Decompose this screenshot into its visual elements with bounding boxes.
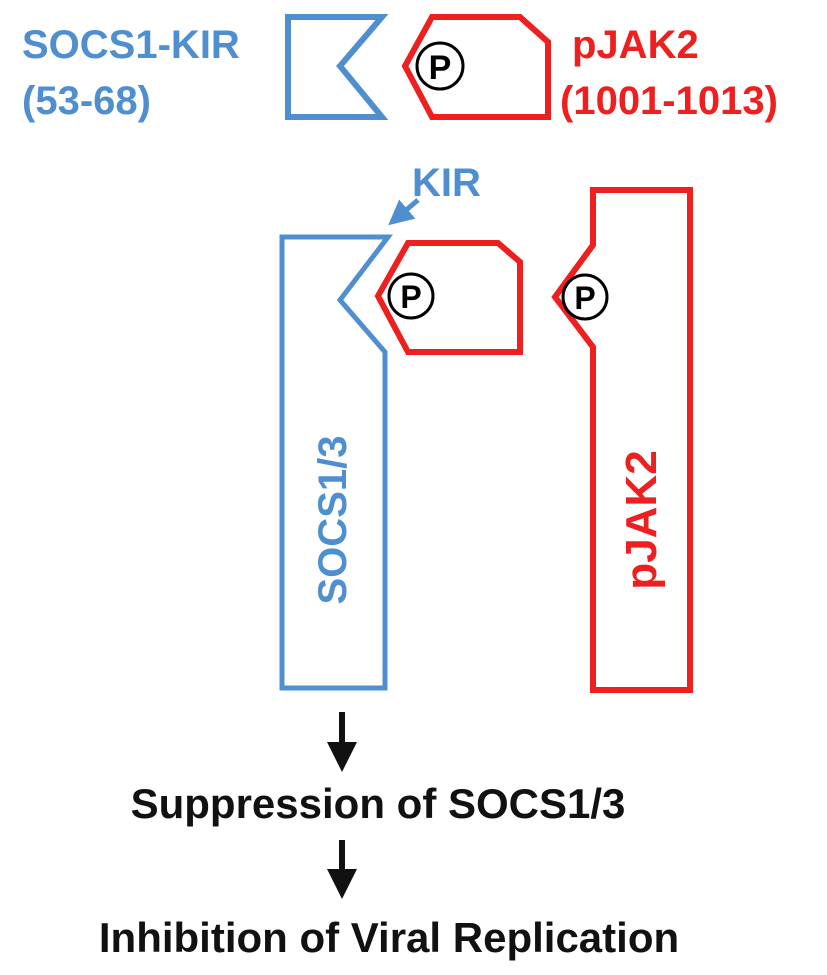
socs13-vertical-label: SOCS1/3: [311, 436, 355, 605]
pjak2-vertical-label: pJAK2: [617, 450, 666, 589]
phospho-circle-jak2: [561, 273, 609, 321]
pjak2-peptide-range-label: (1001-1013): [560, 79, 778, 123]
socs1-kir-range-label: (53-68): [22, 79, 151, 123]
kir-callout-arrow: [388, 198, 420, 226]
socs13-protein-shape: [279, 234, 394, 691]
pjak2-protein-shape: [551, 187, 693, 693]
bound-pjak2-peptide-shape: [374, 240, 523, 355]
socs1-kir-peptide-shape: [285, 14, 389, 120]
suppression-step-label: Suppression of SOCS1/3: [131, 780, 626, 827]
pjak2-peptide-label: pJAK2: [572, 23, 699, 67]
socs1-kir-label: SOCS1-KIR: [22, 23, 240, 67]
phospho-label-jak2: P: [574, 280, 595, 316]
phospho-circle-bound: [387, 272, 435, 320]
inhibition-step-label: Inhibition of Viral Replication: [99, 914, 679, 961]
pjak2-peptide-shape: [401, 14, 551, 120]
phospho-label-top: P: [429, 49, 452, 87]
kir-callout-label: KIR: [412, 161, 481, 205]
phospho-label-bound: P: [400, 279, 421, 315]
phospho-circle-top: [415, 41, 465, 91]
